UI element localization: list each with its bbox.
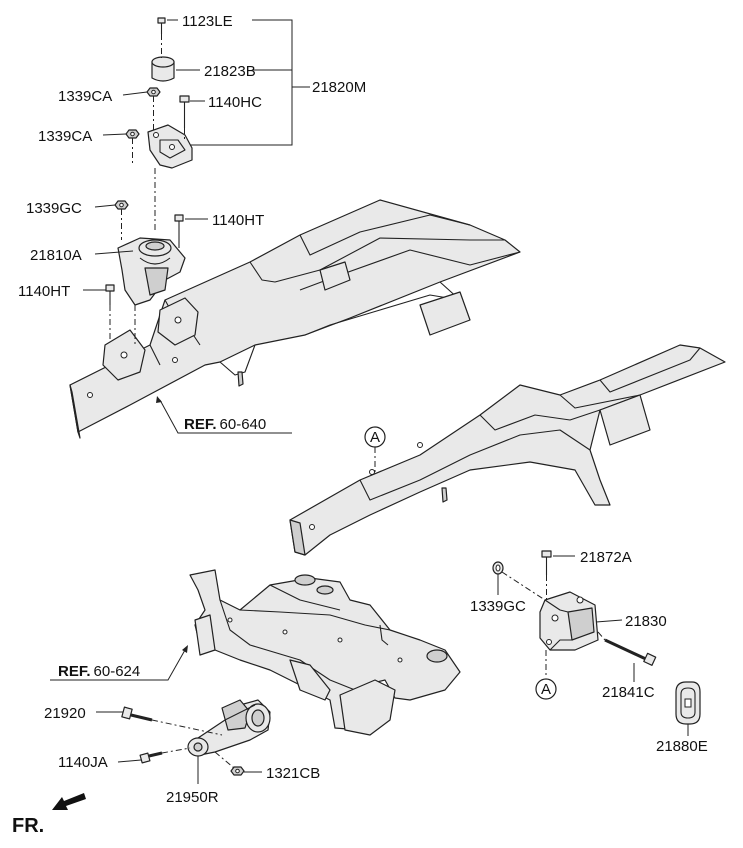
label-1140ht-upper: 1140HT xyxy=(212,212,264,229)
label-21820m: 21820M xyxy=(312,79,366,96)
callout-a-top-label: A xyxy=(370,429,380,446)
nut-1339gc-upper-icon xyxy=(114,200,129,210)
bolt-21841c-icon xyxy=(604,638,657,666)
bolt-21920-icon xyxy=(121,706,153,722)
part-labels: 1123LE 21823B 21820M 1339CA 1140HC 1339C… xyxy=(18,13,708,806)
upper-frame-rail xyxy=(69,199,521,439)
callout-a-top: A xyxy=(364,426,386,472)
front-direction-indicator: FR. xyxy=(12,793,86,837)
bolt-1140hc-icon xyxy=(179,95,190,128)
callout-a-bottom-label: A xyxy=(541,681,551,698)
fr-label: FR. xyxy=(12,815,44,837)
bushing-21823b-icon xyxy=(151,56,175,82)
label-1339gc-upper: 1339GC xyxy=(26,200,82,217)
label-1140hc: 1140HC xyxy=(208,94,262,111)
bolt-1140ht-lower-icon xyxy=(105,284,115,305)
label-21880e: 21880E xyxy=(656,738,708,755)
engine-mount-21810a xyxy=(105,200,186,345)
label-21823b: 21823B xyxy=(204,63,256,80)
roll-rod-21950r xyxy=(121,699,271,776)
nut-1339ca-lower-icon xyxy=(125,129,140,139)
label-1140ja: 1140JA xyxy=(58,754,108,771)
bolt-1123le-icon xyxy=(157,17,166,34)
label-1140ht-lower: 1140HT xyxy=(18,283,70,300)
washer-1339gc-lower-icon xyxy=(492,561,504,575)
label-1339ca-lower: 1339CA xyxy=(38,128,92,145)
label-21830: 21830 xyxy=(625,613,667,630)
mount-bracket-21830 xyxy=(492,550,657,678)
nut-1339ca-upper-icon xyxy=(146,87,161,97)
lower-frame-rail xyxy=(289,344,726,556)
bolt-1140ja-icon xyxy=(139,751,163,764)
label-1123le: 1123LE xyxy=(182,13,233,30)
stopper-21880e-icon xyxy=(675,681,701,725)
label-21841c: 21841C xyxy=(602,684,655,701)
label-1339gc-lower: 1339GC xyxy=(470,598,526,615)
label-21950r: 21950R xyxy=(166,789,219,806)
ref-60-640-number: 60-640 xyxy=(220,416,267,433)
bracket-21820m-icon xyxy=(147,124,193,169)
label-1321cb: 1321CB xyxy=(266,765,320,782)
front-arrow-icon xyxy=(52,793,86,810)
label-21920: 21920 xyxy=(44,705,86,722)
top-mount-assembly xyxy=(125,17,193,232)
label-ref-60-624: REF.60-624 xyxy=(58,663,140,680)
bolt-1140ht-upper-icon xyxy=(174,214,184,248)
ref-60-624-prefix: REF. xyxy=(58,663,91,680)
label-ref-60-640: REF.60-640 xyxy=(184,416,266,433)
ref-60-624-number: 60-624 xyxy=(94,663,141,680)
label-21810a: 21810A xyxy=(30,247,82,264)
front-subframe xyxy=(189,569,461,736)
nut-1321cb-icon xyxy=(230,766,245,776)
bolt-21872a-icon xyxy=(541,550,552,575)
ref-60-640-prefix: REF. xyxy=(184,416,217,433)
callout-a-bottom: A xyxy=(535,678,557,700)
label-1339ca-upper: 1339CA xyxy=(58,88,112,105)
leader-lines xyxy=(50,19,689,784)
label-21872a: 21872A xyxy=(580,549,632,566)
